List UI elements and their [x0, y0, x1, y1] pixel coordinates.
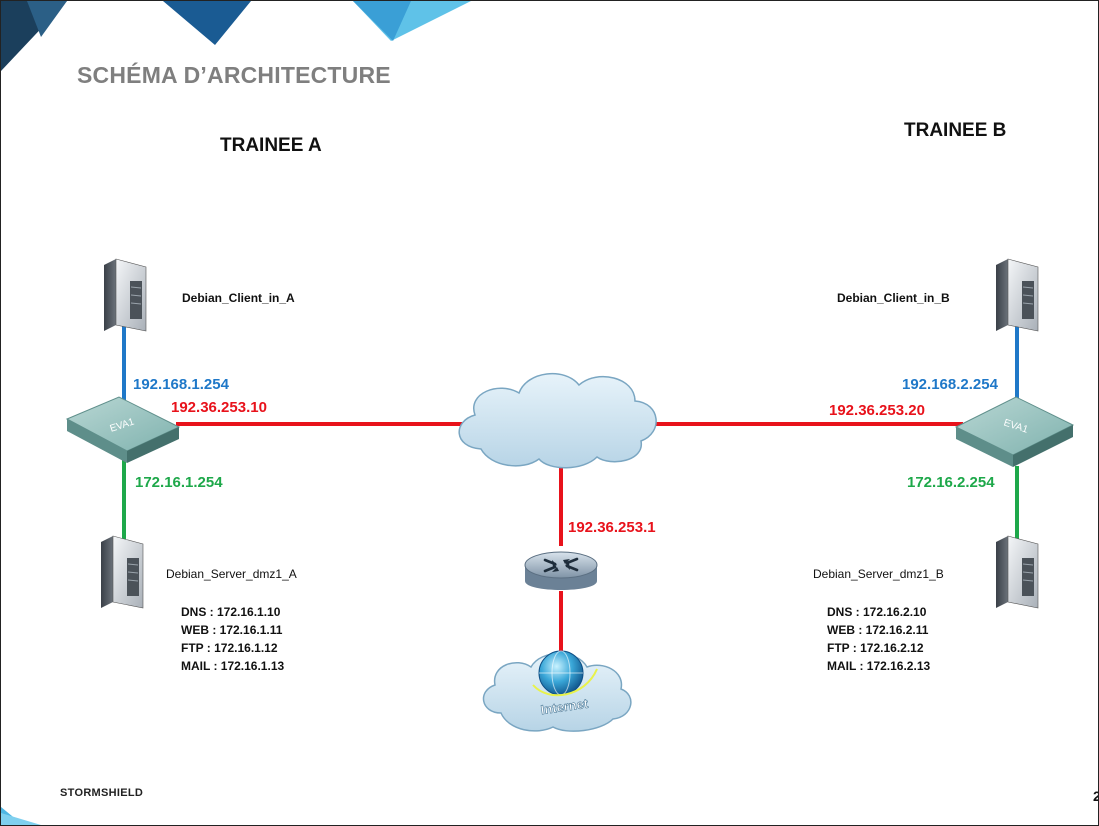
- network-links: [122, 319, 1019, 656]
- client-b-name: Debian_Client_in_B: [837, 291, 950, 305]
- client-a-name: Debian_Client_in_A: [182, 291, 295, 305]
- service-item: MAIL : 172.16.1.13: [181, 659, 285, 673]
- wan-ip-b: 192.36.253.20: [829, 402, 925, 419]
- lan-ip-a: 192.168.1.254: [133, 376, 229, 393]
- wan-cloud-icon: [458, 372, 657, 469]
- service-item: FTP : 172.16.1.12: [181, 641, 278, 655]
- dmz-ip-b: 172.16.2.254: [907, 474, 995, 491]
- router-ip: 192.36.253.1: [568, 519, 656, 536]
- trainee-b-heading: TRAINEE B: [904, 120, 1007, 141]
- service-item: DNS : 172.16.2.10: [827, 605, 927, 619]
- server-b-name: Debian_Server_dmz1_B: [813, 567, 944, 581]
- services-list-a: DNS : 172.16.1.10 WEB : 172.16.1.11 FTP …: [181, 603, 284, 675]
- server-tower-icon: [996, 535, 1039, 609]
- service-item: WEB : 172.16.2.11: [827, 623, 929, 637]
- server-tower-icon: [101, 535, 144, 609]
- services-list-b: DNS : 172.16.2.10 WEB : 172.16.2.11 FTP …: [827, 603, 930, 675]
- service-item: DNS : 172.16.1.10: [181, 605, 281, 619]
- internet-label: Internet: [540, 696, 590, 718]
- page-number: 2: [1093, 789, 1098, 803]
- dmz-ip-a: 172.16.1.254: [135, 474, 223, 491]
- corner-decoration: [1, 1, 471, 825]
- trainee-a-heading: TRAINEE A: [220, 135, 322, 156]
- internet-cloud-icon: Internet: [482, 650, 632, 732]
- wan-ip-a: 192.36.253.10: [171, 399, 267, 416]
- firewall-appliance-icon: EVA1: [954, 396, 1075, 467]
- service-item: FTP : 172.16.2.12: [827, 641, 924, 655]
- firewall-appliance-icon: EVA1: [65, 396, 181, 463]
- page-title: SCHÉMA D’ARCHITECTURE: [77, 62, 391, 88]
- server-tower-icon: [104, 258, 147, 332]
- router-icon: [524, 551, 598, 590]
- footer-brand: STORMSHIELD: [60, 787, 144, 799]
- service-item: WEB : 172.16.1.11: [181, 623, 283, 637]
- lan-ip-b: 192.168.2.254: [902, 376, 998, 393]
- service-item: MAIL : 172.16.2.13: [827, 659, 931, 673]
- server-tower-icon: [996, 258, 1039, 332]
- server-a-name: Debian_Server_dmz1_A: [166, 567, 297, 581]
